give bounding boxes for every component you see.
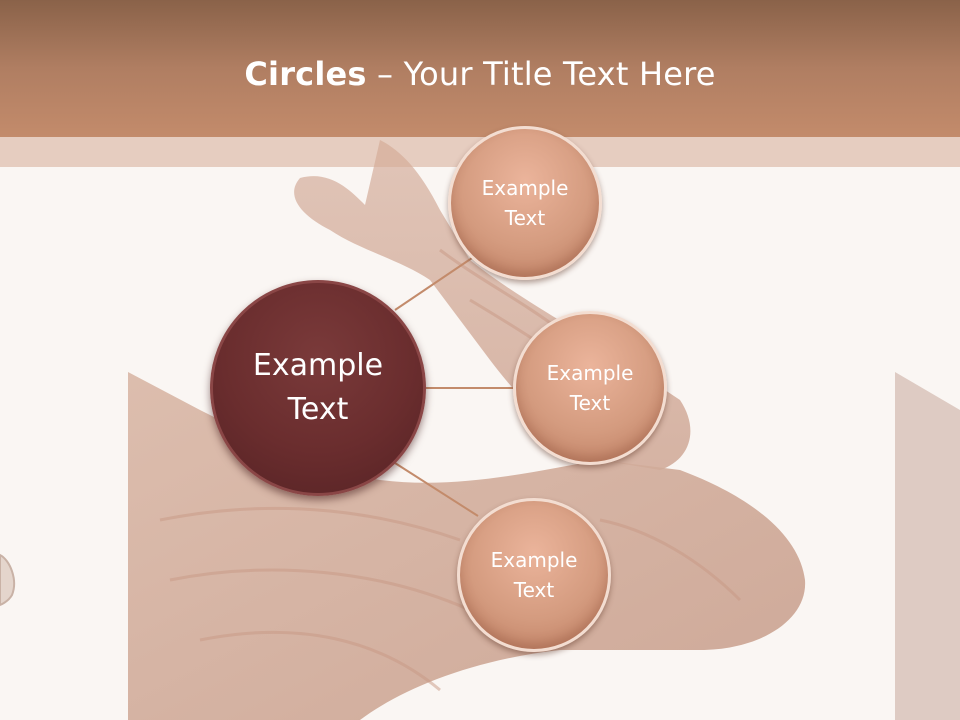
satellite-label: Example Text xyxy=(490,548,578,602)
title-bar xyxy=(0,0,960,137)
satellite-label: Example Text xyxy=(546,361,634,415)
satellite-circle-top[interactable]: Example Text xyxy=(448,126,602,280)
center-circle-label: Example Text xyxy=(252,348,384,427)
satellite-circle-middle[interactable]: Example Text xyxy=(513,311,667,465)
center-circle[interactable]: Example Text xyxy=(210,280,426,496)
connector-top xyxy=(394,257,473,311)
title-bold-part: Circles xyxy=(244,55,367,93)
satellite-circle-bottom[interactable]: Example Text xyxy=(457,498,611,652)
title-rest: – Your Title Text Here xyxy=(366,55,716,93)
connector-bottom xyxy=(394,462,479,517)
satellite-label: Example Text xyxy=(481,176,569,230)
slide-title: Circles – Your Title Text Here xyxy=(0,52,960,96)
